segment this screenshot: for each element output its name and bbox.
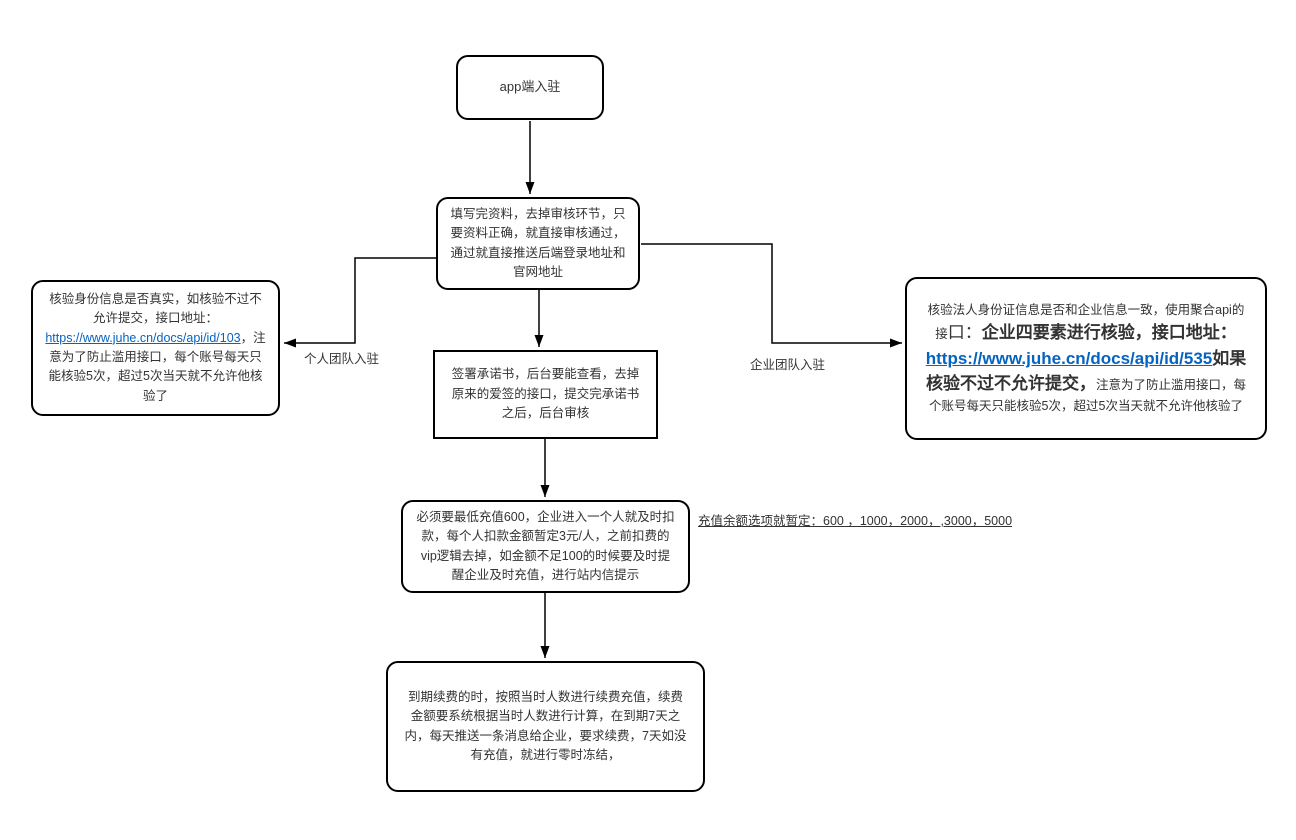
node-renewal-label: 到期续费的时，按照当时人数进行续费充值，续费金额要系统根据当时人数进行计算，在到… <box>404 689 687 762</box>
node-personal-verify-text: 核验身份信息是否真实，如核验不过不允许提交，接口地址： https://www.j… <box>45 290 266 406</box>
node-personal-verify: 核验身份信息是否真实，如核验不过不允许提交，接口地址： https://www.j… <box>31 280 280 416</box>
node-recharge: 必须要最低充值600，企业进入一个人就及时扣款，每个人扣款金额暂定3元/人，之前… <box>401 500 690 593</box>
enterprise-verify-bold-before: 企业四要素进行核验，接口地址： <box>981 323 1237 343</box>
enterprise-verify-bold-after: 如果核验不过不允许提交， <box>925 348 1247 394</box>
enterprise-verify-note: 注意为了防止滥用接口，每个账号每天只能核验5次，超过5次当天就不允许他核验了 <box>929 378 1246 413</box>
node-renewal: 到期续费的时，按照当时人数进行续费充值，续费金额要系统根据当时人数进行计算，在到… <box>386 661 705 792</box>
enterprise-verify-intro: 核验法人身份证信息是否和企业信息一致，使用聚合api的接 <box>927 302 1245 342</box>
personal-verify-text-before: 核验身份信息是否真实，如核验不过不允许提交，接口地址： <box>49 291 262 326</box>
arrow-fill-to-enterprise <box>641 243 902 348</box>
node-sign-commitment-label: 签署承诺书，后台要能查看，去掉原来的爱签的接口，提交完承诺书之后，后台审核 <box>451 367 640 421</box>
node-fill-info-label: 填写完资料，去掉审核环节，只要资料正确，就直接审核通过，通过就直接推送后端登录地… <box>450 206 626 279</box>
node-app-entry: app端入驻 <box>456 55 604 120</box>
personal-verify-text-after: ，注意为了防止滥用接口，每个账号每天只能核验5次，超过5次当天就不允许他核验了 <box>48 330 266 403</box>
node-fill-info: 填写完资料，去掉审核环节，只要资料正确，就直接审核通过，通过就直接推送后端登录地… <box>436 197 640 290</box>
node-sign-commitment: 签署承诺书，后台要能查看，去掉原来的爱签的接口，提交完承诺书之后，后台审核 <box>433 350 658 439</box>
node-enterprise-verify-text: 核验法人身份证信息是否和企业信息一致，使用聚合api的接口：企业四要素进行核验，… <box>923 301 1249 416</box>
edge-label-enterprise: 企业团队入驻 <box>750 358 826 372</box>
node-recharge-label: 必须要最低充值600，企业进入一个人就及时扣款，每个人扣款金额暂定3元/人，之前… <box>416 509 675 582</box>
enterprise-api-link[interactable]: https://www.juhe.cn/docs/api/id/535 <box>925 348 1213 368</box>
personal-api-link[interactable]: https://www.juhe.cn/docs/api/id/103 <box>45 330 241 345</box>
node-enterprise-verify: 核验法人身份证信息是否和企业信息一致，使用聚合api的接口：企业四要素进行核验，… <box>905 277 1267 440</box>
arrow-fill-to-personal <box>284 257 436 348</box>
enterprise-verify-kou: 口： <box>947 323 982 343</box>
edge-label-personal: 个人团队入驻 <box>304 352 380 366</box>
node-app-entry-label: app端入驻 <box>499 79 561 95</box>
annotation-recharge-options: 充值余额选项就暂定：600 ，1000，2000，,3000，5000 <box>698 514 1013 528</box>
